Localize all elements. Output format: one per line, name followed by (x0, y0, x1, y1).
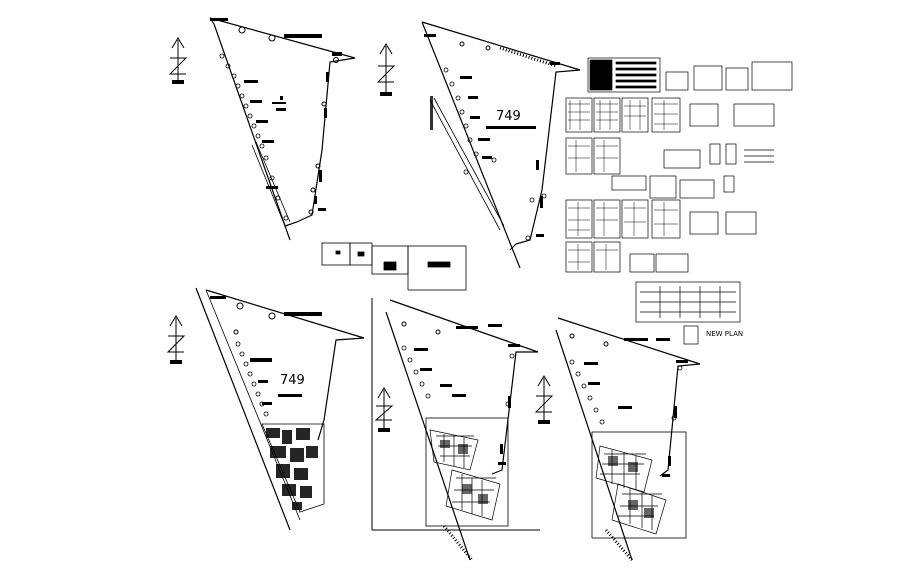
drawing-sheets (565, 57, 793, 345)
building-blocks (266, 428, 318, 510)
north-arrow-icon (376, 43, 396, 96)
north-arrow-icon (374, 387, 394, 432)
north-arrow-icon (166, 315, 186, 364)
plot-number-label: 749 (496, 109, 521, 124)
site-plan-panel-3 (166, 287, 365, 531)
plot-number-label-second: 749 (280, 373, 305, 388)
building-blocks (595, 445, 667, 535)
north-arrow-icon (168, 37, 188, 84)
boundary-hatching (499, 46, 557, 68)
site-plan-panel-1 (168, 17, 356, 241)
title-blocks (321, 242, 467, 291)
new-plan-caption: NEW PLAN (706, 330, 743, 338)
site-plan-panel-2 (376, 21, 581, 269)
plot-area-note (486, 126, 536, 129)
survey-points (219, 53, 289, 221)
site-plan-panel-4 (371, 298, 540, 561)
north-arrow-icon (534, 375, 554, 424)
site-plan-panel-5 (534, 317, 701, 561)
